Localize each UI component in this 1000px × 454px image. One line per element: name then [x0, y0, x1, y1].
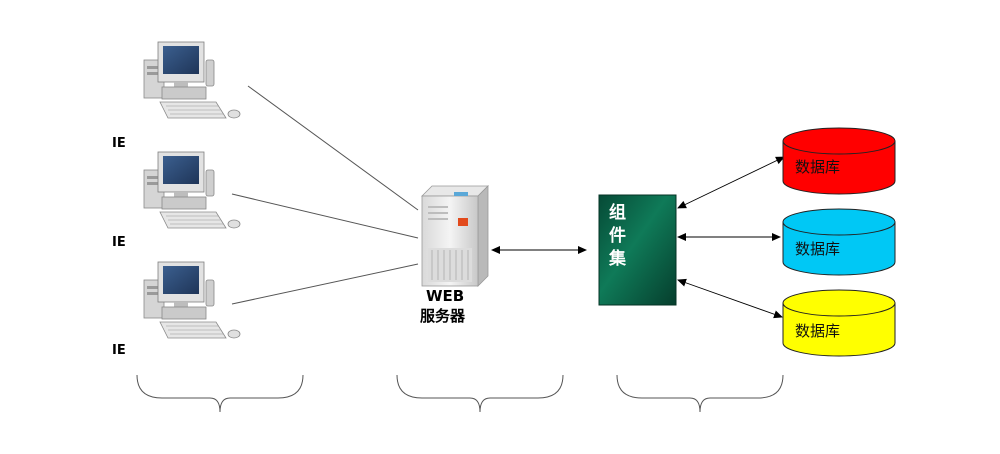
components-label-char-2: 件: [609, 226, 626, 246]
client-computer-1: [143, 41, 241, 119]
database-cylinder-3: [782, 289, 896, 357]
client-label-1: IE: [112, 136, 126, 151]
database-cylinder-2: [782, 208, 896, 276]
database-label-2: 数据库: [795, 240, 841, 258]
client-computer-3: [143, 261, 241, 339]
web-server-icon: [421, 185, 489, 287]
connection-line-3: [231, 263, 419, 305]
components-label-char-3: 集: [609, 249, 626, 269]
database-label-1: 数据库: [795, 158, 841, 176]
server-label-line1: WEB: [426, 287, 465, 305]
client-computer-2: [143, 151, 241, 229]
components-box: [598, 194, 677, 306]
db-arrow-1: [677, 156, 785, 209]
database-cylinder-1: [782, 127, 896, 195]
client-label-3: IE: [112, 343, 126, 358]
brace-components: [616, 374, 784, 413]
client-label-2: IE: [112, 235, 126, 250]
server-label-line2: 服务器: [420, 307, 466, 325]
components-label-char-1: 组: [609, 203, 626, 223]
db-arrow-3: [677, 278, 783, 319]
brace-clients: [136, 374, 304, 413]
connection-line-2: [231, 193, 419, 239]
database-label-3: 数据库: [795, 322, 841, 340]
brace-server: [396, 374, 564, 413]
connection-line-1: [247, 85, 419, 211]
